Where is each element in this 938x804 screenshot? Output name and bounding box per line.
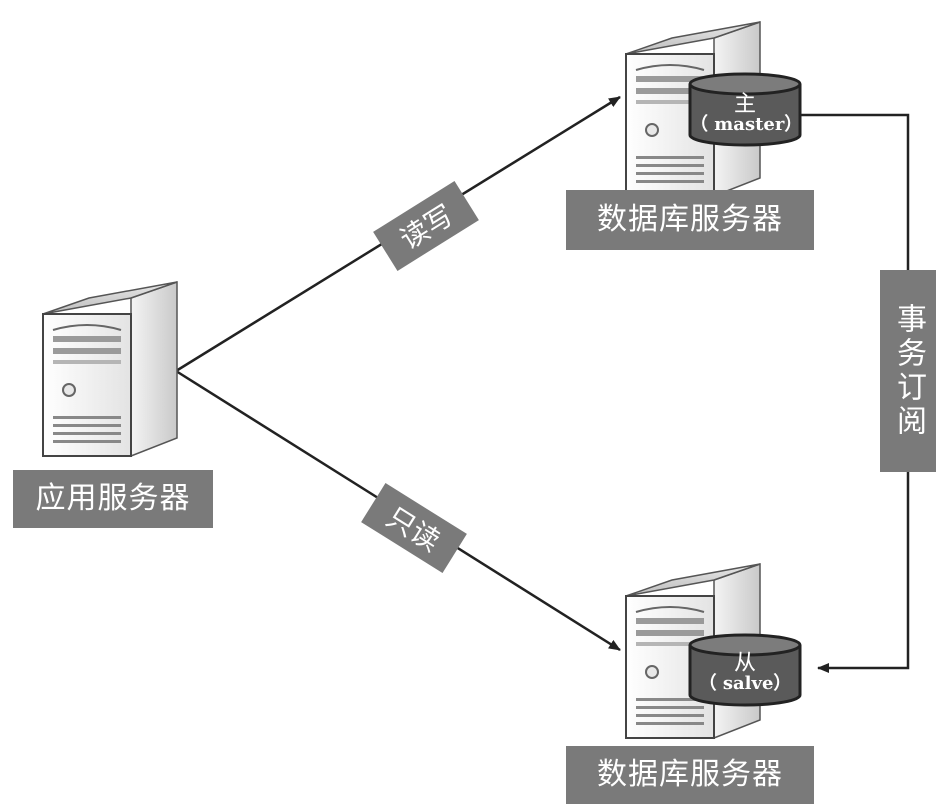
master-server-label: 数据库服务器 — [566, 190, 814, 250]
app-server-icon — [42, 281, 178, 457]
app-server-label: 应用服务器 — [13, 470, 213, 528]
slave-database-icon — [688, 633, 802, 707]
slave-db-label: 从 — [733, 651, 756, 676]
master-db-text: 主 （ master） — [690, 92, 803, 136]
master-db-label: 主 — [733, 92, 756, 117]
replication-tag: 事务订阅 — [880, 270, 936, 472]
slave-server-label: 数据库服务器 — [566, 746, 814, 804]
master-db-sublabel: （ master） — [690, 114, 803, 136]
slave-db-sublabel: （ salve） — [698, 673, 792, 695]
slave-db-text: 从 （ salve） — [690, 652, 800, 694]
master-database-icon — [688, 72, 802, 147]
